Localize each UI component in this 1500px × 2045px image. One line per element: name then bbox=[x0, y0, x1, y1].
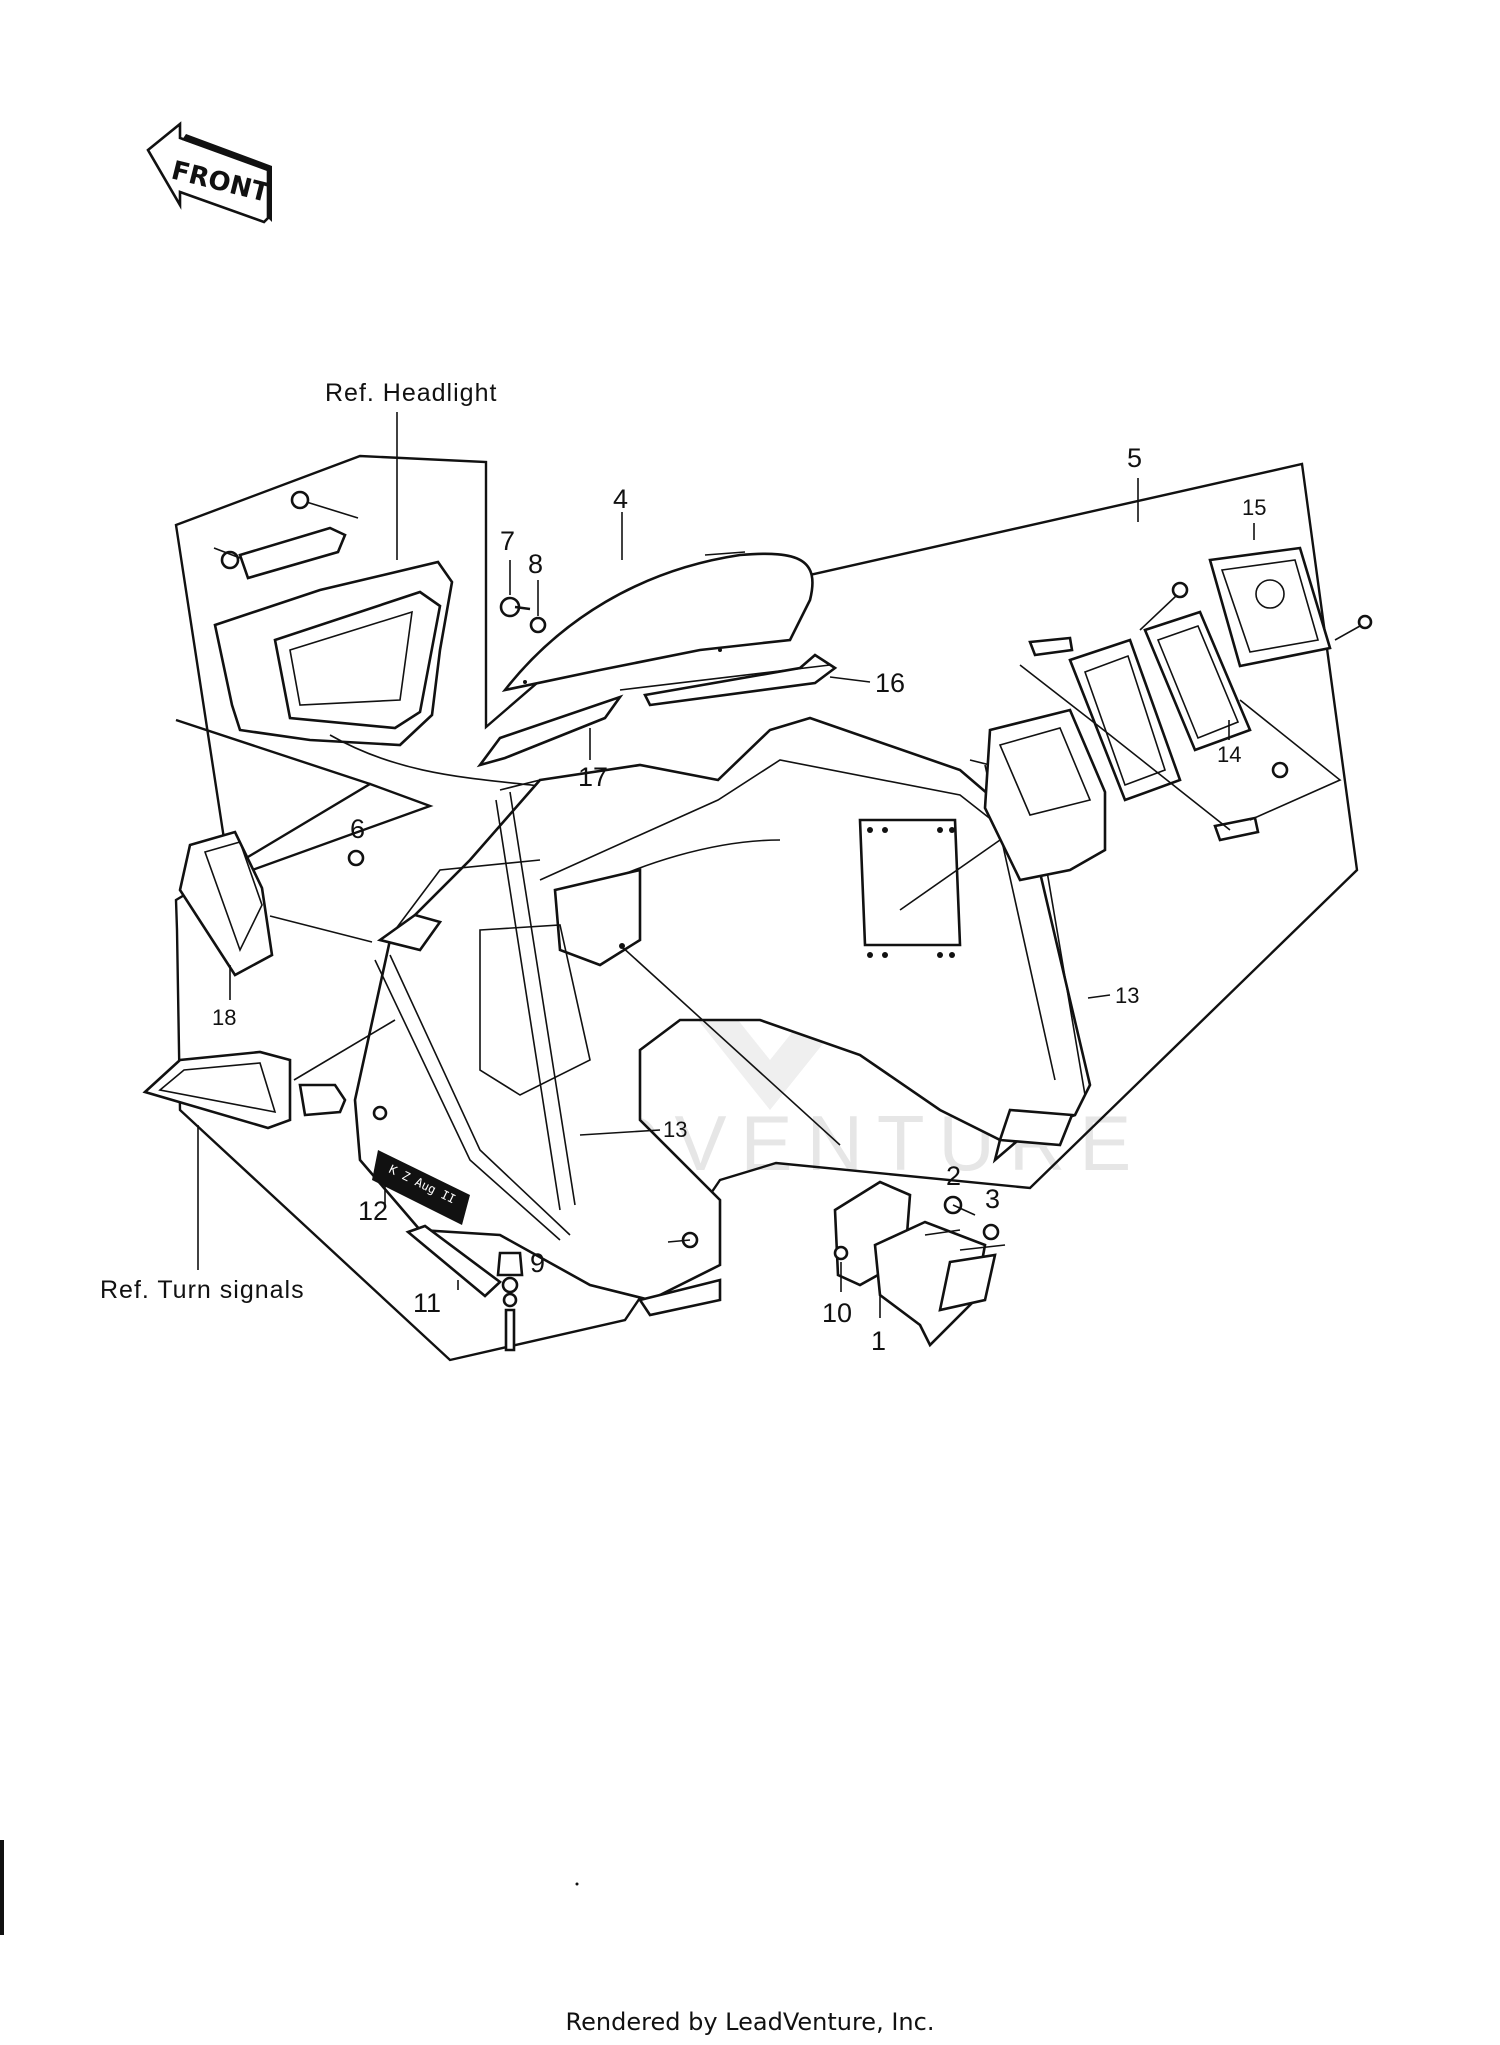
bolt-7 bbox=[499, 596, 531, 618]
trim-strip-17 bbox=[476, 694, 624, 768]
bracket-upper bbox=[1028, 636, 1074, 657]
callout-8: 8 bbox=[528, 549, 543, 579]
callout-11: 11 bbox=[413, 1288, 441, 1318]
cover-15 bbox=[1208, 546, 1332, 668]
leader-bracket-a bbox=[1019, 664, 1231, 831]
callout-16: 16 bbox=[875, 668, 905, 698]
nut-3 bbox=[982, 1223, 1000, 1241]
callout-1: 1 bbox=[871, 1326, 886, 1356]
leader-18-arrow bbox=[269, 915, 373, 943]
leader-meter-arrow bbox=[899, 839, 1001, 911]
callout-15: 15 bbox=[1242, 495, 1266, 520]
plate-11 bbox=[405, 1224, 503, 1298]
leader-turn-signal-arrow bbox=[293, 1019, 396, 1081]
bolt-2 bbox=[943, 1195, 976, 1216]
credit-text: Rendered by LeadVenture, Inc. bbox=[566, 2008, 935, 2036]
ref-headlight-label: Ref. Headlight bbox=[325, 379, 497, 407]
reflector-18 bbox=[178, 830, 274, 977]
bracket-lower bbox=[1213, 816, 1260, 842]
callout-5: 5 bbox=[1127, 443, 1142, 473]
callout-7: 7 bbox=[500, 526, 515, 556]
callout-6: 6 bbox=[350, 814, 365, 844]
gasket-14 bbox=[1068, 610, 1252, 802]
callout-18: 18 bbox=[212, 1005, 236, 1030]
leader-16 bbox=[829, 676, 871, 683]
callout-9: 9 bbox=[530, 1248, 545, 1278]
leader-13a bbox=[1087, 994, 1111, 999]
front-arrow-icon: FRONT bbox=[146, 121, 272, 224]
ref-turn-signals-label: Ref. Turn signals bbox=[100, 1276, 305, 1304]
callout-13-center: 13 bbox=[663, 1117, 687, 1142]
callout-17: 17 bbox=[578, 762, 608, 792]
meter-housing bbox=[983, 708, 1107, 882]
callout-2: 2 bbox=[946, 1161, 961, 1191]
leader-13b bbox=[579, 1129, 661, 1136]
headlight-assembly bbox=[213, 490, 454, 747]
grommet-9-stack bbox=[496, 1251, 524, 1352]
screw-right bbox=[1357, 614, 1373, 630]
callout-10: 10 bbox=[822, 1298, 852, 1328]
nut-10 bbox=[833, 1245, 849, 1261]
mount-bracket-1 bbox=[833, 1180, 1006, 1348]
nut-6 bbox=[347, 849, 365, 867]
leader-bracket-b bbox=[1239, 699, 1342, 821]
callout-14: 14 bbox=[1217, 742, 1241, 767]
callout-12: 12 bbox=[358, 1196, 388, 1226]
inner-divider bbox=[175, 718, 371, 786]
screw-lower bbox=[1271, 761, 1289, 779]
screw-upper bbox=[1171, 581, 1189, 599]
trim-strip-16 bbox=[643, 653, 838, 707]
turn-signal-assembly bbox=[142, 1050, 388, 1130]
callout-4: 4 bbox=[613, 484, 628, 514]
callout-3: 3 bbox=[985, 1184, 1000, 1214]
fairing-body bbox=[353, 716, 1092, 1317]
leader-headlight-arrow bbox=[329, 734, 541, 787]
stray-dot bbox=[575, 1882, 579, 1886]
windshield-part bbox=[501, 551, 814, 693]
washer-8 bbox=[529, 616, 547, 634]
callout-13-right: 13 bbox=[1115, 983, 1139, 1008]
